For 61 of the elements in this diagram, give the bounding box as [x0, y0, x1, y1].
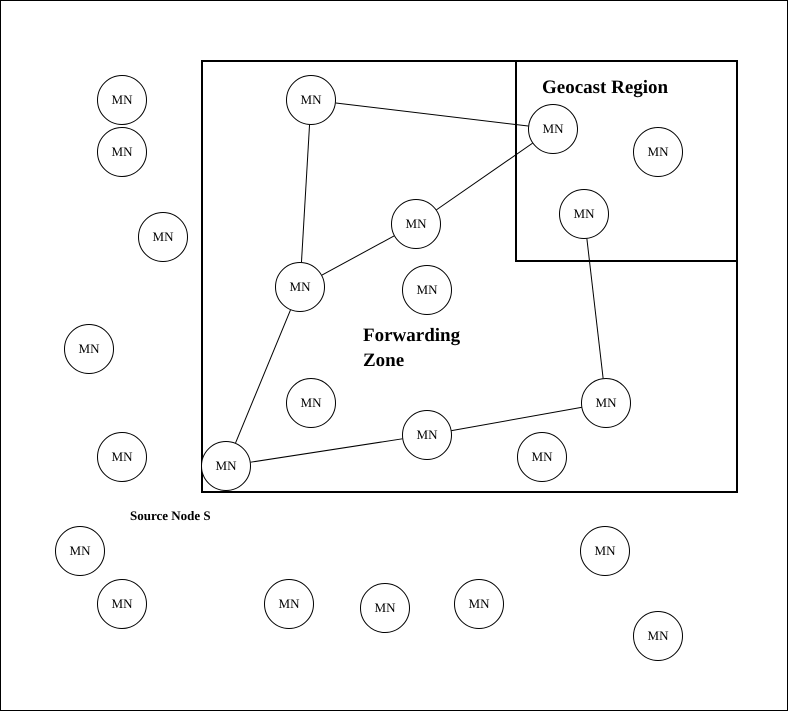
node-label: MN [112, 144, 132, 160]
zone-label: Geocast Region [542, 76, 670, 100]
node-circle [64, 324, 114, 374]
node-circle [97, 579, 147, 629]
node-label: MN [542, 121, 564, 137]
node-circle [633, 127, 683, 177]
node-label: MN [374, 600, 396, 616]
region-rectangle [515, 60, 738, 262]
node-label: MN [112, 596, 132, 612]
node-label: MN [648, 144, 668, 160]
node-label: MN [532, 449, 552, 465]
node-label: MN [594, 543, 616, 559]
node-circle [580, 526, 630, 576]
node-caption: Source Node S [130, 508, 211, 524]
link-line [335, 102, 529, 127]
node-circle [402, 410, 452, 460]
node-label: MN [416, 427, 438, 443]
node-circle [275, 262, 325, 312]
node-label: MN [216, 458, 236, 474]
node-circle [517, 432, 567, 482]
node-label: MN [112, 92, 132, 108]
node-label: MN [406, 216, 426, 232]
link-line [451, 406, 582, 432]
node-label: MN [648, 628, 668, 644]
node-label: MN [574, 206, 594, 222]
link-line [250, 438, 403, 463]
link-line [321, 235, 395, 276]
zone-label: Forwarding Zone [363, 324, 462, 373]
link-line [235, 310, 291, 444]
node-label: MN [468, 596, 490, 612]
node-label: MN [278, 596, 300, 612]
node-circle [264, 579, 314, 629]
node-label: MN [152, 229, 174, 245]
node-circle [97, 127, 147, 177]
link-line [436, 142, 533, 210]
node-circle [138, 212, 188, 262]
node-circle [360, 583, 410, 633]
node-label: MN [78, 341, 100, 357]
node-circle [454, 579, 504, 629]
node-circle [528, 104, 578, 154]
node-circle [559, 189, 609, 239]
zone-rectangle [201, 60, 738, 493]
node-label: MN [596, 395, 616, 411]
node-circle [286, 75, 336, 125]
node-circle [97, 75, 147, 125]
link-line [586, 238, 604, 379]
node-circle [201, 441, 251, 491]
node-circle [581, 378, 631, 428]
node-circle [633, 611, 683, 661]
link-line [300, 124, 310, 263]
node-label: MN [300, 395, 322, 411]
node-label: MN [70, 543, 90, 559]
node-circle [55, 526, 105, 576]
node-circle [391, 199, 441, 249]
node-circle [97, 432, 147, 482]
node-label: MN [300, 92, 322, 108]
node-circle [286, 378, 336, 428]
node-label: MN [416, 282, 438, 298]
node-circle [402, 265, 452, 315]
node-label: MN [290, 279, 310, 295]
node-label: MN [112, 449, 132, 465]
